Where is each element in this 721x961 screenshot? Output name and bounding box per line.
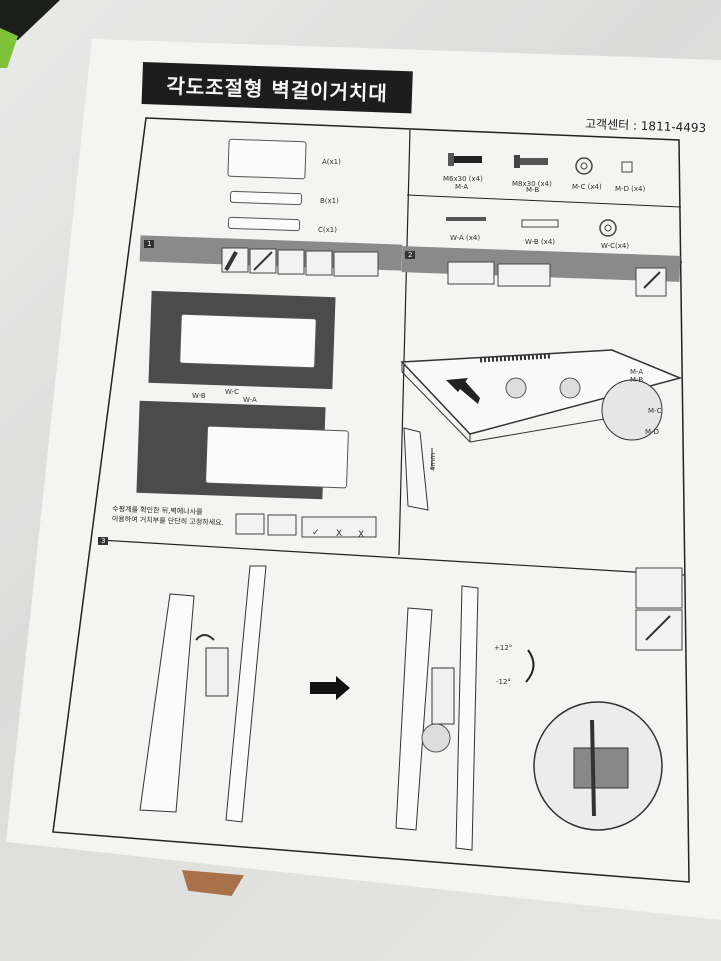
screw-wc-label: W-C(x4): [601, 242, 630, 250]
screw-wa-label: W-A (x4): [450, 234, 481, 242]
screw-wb-label: W-B (x4): [525, 238, 555, 246]
step1-label-wb: W-B: [192, 392, 206, 400]
step1-label-wc: W-C: [225, 388, 240, 396]
check-ok: ✓: [312, 528, 320, 538]
part-c-label: C(x1): [318, 226, 337, 234]
screw-mb-code: M-B: [526, 186, 540, 194]
step2-label-mc: M-C: [648, 407, 662, 415]
step2-number: 2: [405, 251, 416, 259]
step1-number: 1: [144, 240, 155, 248]
step2-label-ma: M-A: [630, 368, 644, 376]
screw-md-label: M-D (x4): [615, 185, 646, 193]
step1-label-wa: W-A: [243, 396, 257, 404]
step3-angle-minus: -12°: [496, 678, 511, 686]
step3-angle-plus: +12°: [494, 644, 513, 652]
part-a-label: A(x1): [322, 158, 341, 166]
check-no-2: X: [358, 530, 365, 540]
step3-number: 3: [98, 537, 109, 545]
step2-label-mb: M-B: [630, 376, 644, 384]
check-no-1: X: [336, 529, 343, 539]
part-b-label: B(x1): [320, 197, 339, 205]
screw-mc-label: M-C (x4): [572, 183, 602, 191]
screw-ma-size: M6x30 (x4): [443, 175, 483, 183]
screw-ma-code: M-A: [455, 183, 469, 191]
screw-mb-size: M8x30 (x4): [512, 180, 552, 188]
step2-label-md: M-D: [645, 428, 659, 436]
